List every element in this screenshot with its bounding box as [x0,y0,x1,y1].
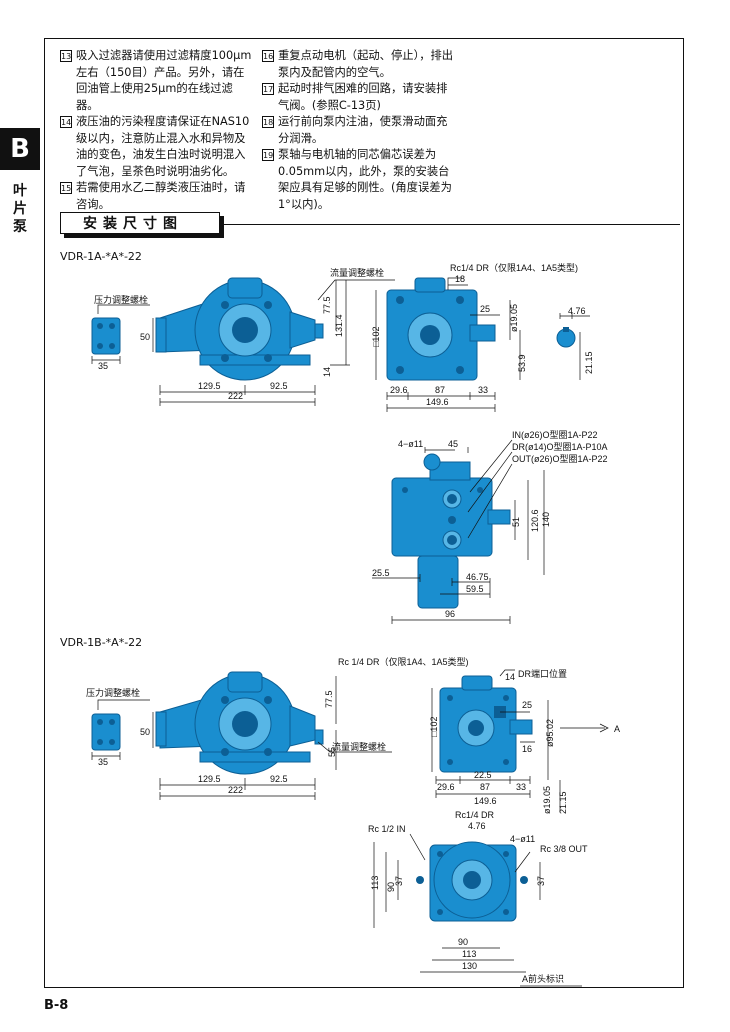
dim-label: 16 [522,744,532,754]
model-b-label: VDR-1B-*A*-22 [60,636,143,649]
dim-label: □102 [371,327,381,347]
dim-label: 37 [394,876,404,886]
dim-label: 45 [448,439,458,449]
dim-label: 92.5 [270,774,288,784]
dim-label: 120.6 [530,509,540,532]
dim-label: 77.5 [322,296,332,314]
drawing-b-side: 129.5 92.5 222 35 50 77.5 55 流量调整螺栓 压力调整… [86,671,392,800]
drawing-a-top: 4−ø11 45 IN(ø26)O型圈1A-P22 DR(ø14)O型圈1A-P… [372,430,608,624]
dim-label: 22.5 [474,770,492,780]
dim-label: ø19.05 [542,786,552,814]
dim-label: 25 [480,304,490,314]
drawing-b-view-a: Rc1/4 DR 4.76 4−ø11 Rc 3/8 OUT Rc 1/2 IN… [368,810,588,987]
dim-label: 129.5 [198,381,221,391]
dim-label: 14 [322,367,332,377]
arrow-view-label: A前头标识 [522,973,564,984]
four-holes-label-b: 4−ø11 [510,834,535,844]
dim-label: 51 [511,517,521,527]
dim-label: 4.76 [468,821,486,831]
dim-label: 53.9 [517,354,527,372]
dim-label: 149.6 [426,397,449,407]
dim-label: 130 [462,961,477,971]
rc-dr-label-a: Rc1/4 DR（仅限1A4、1A5类型) [450,262,578,273]
drawing-a-side: 129.5 92.5 222 35 50 77.5 131.4 14 流量调整螺… [91,267,395,406]
dim-label: ø95.02 [545,719,555,747]
page-frame [44,38,684,988]
dim-label: 46.75 [466,572,489,582]
dim-label: 35 [98,361,108,371]
dim-label: 37 [536,876,546,886]
rc-in-label: Rc 1/2 IN [368,824,406,834]
title-rule [224,224,680,225]
dim-label: 21.15 [584,351,594,374]
dim-label: 4.76 [568,306,586,316]
dim-label: 50 [140,332,150,342]
dim-label: 14 [505,672,515,682]
dim-label: 140 [541,512,551,527]
dim-label: 96 [445,609,455,619]
dim-label: 87 [435,385,445,395]
view-a-marker: A [614,724,620,734]
dim-label: 35 [98,757,108,767]
pressure-screw-label: 压力调整螺栓 [94,294,148,305]
section-label: 叶片泵 [13,183,27,235]
dim-label: 25.5 [372,568,390,578]
drawing-b-end: □102 29.6 87 33 149.6 22.5 25 16 ø95.02 … [338,656,620,814]
dim-label: 222 [228,785,243,795]
dim-label: 77.5 [324,690,334,708]
page-number: B-8 [44,998,69,1013]
dim-label: 222 [228,391,243,401]
dim-label: 90 [458,937,468,947]
flow-screw-label: 流量调整螺栓 [330,267,384,278]
dim-label: 33 [516,782,526,792]
rc-dr-label-b: Rc 1/4 DR（仅限1A4、1A5类型) [338,656,469,667]
dim-label: ø19.05 [509,304,519,332]
dr-oring-label: DR(ø14)O型圈1A-P10A [512,442,608,452]
dim-label: 29.6 [437,782,455,792]
dim-label: 59.5 [466,584,484,594]
dim-label: 92.5 [270,381,288,391]
pressure-screw-label-b: 压力调整螺栓 [86,687,140,698]
dim-label: 29.6 [390,385,408,395]
flow-screw-label-b: 流量调整螺栓 [332,741,386,752]
drawing-a-end: 29.6 87 33 149.6 □102 25 ø19.05 53.9 18 … [371,262,578,412]
model-a-label: VDR-1A-*A*-22 [60,250,142,263]
dim-label: 113 [462,949,476,959]
section-tab: B [0,128,40,170]
rc-out-label: Rc 3/8 OUT [540,844,588,854]
dim-label: 113 [370,876,380,890]
dim-label: 129.5 [198,774,221,784]
dim-label: 149.6 [474,796,497,806]
drawing-a-key: 4.76 21.15 [556,306,594,380]
dr-port-label: DR端口位置 [518,668,567,679]
section-title: 安装尺寸图 [60,212,220,234]
dim-label: 18 [455,274,465,284]
dim-label: 21.15 [558,791,568,814]
dim-label: 50 [140,727,150,737]
out-oring-label: OUT(ø26)O型圈1A-P22 [512,454,608,464]
dim-label: 131.4 [334,314,344,337]
dim-label: 33 [478,385,488,395]
dim-label: 87 [480,782,490,792]
rc-dr-label-c: Rc1/4 DR [455,810,495,820]
in-oring-label: IN(ø26)O型圈1A-P22 [512,430,598,440]
dim-label: 90 [386,882,396,892]
dim-label: □102 [429,717,439,737]
dim-label: 25 [522,700,532,710]
four-holes-label: 4−ø11 [398,439,423,449]
